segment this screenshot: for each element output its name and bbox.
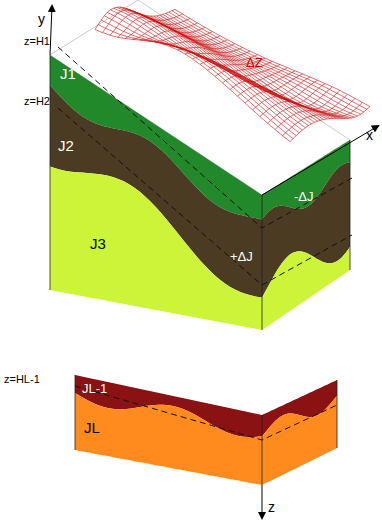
layer-label: JL-1 bbox=[82, 382, 107, 395]
layer-band bbox=[262, 396, 337, 485]
layer-band bbox=[262, 247, 350, 330]
change-label: +ΔJ bbox=[230, 250, 253, 263]
depth-label: z=HL-1 bbox=[4, 374, 40, 385]
depth-label: z=H2 bbox=[24, 96, 50, 107]
axis-label: x bbox=[366, 128, 373, 142]
change-label: -ΔJ bbox=[294, 190, 314, 203]
layer-label: J1 bbox=[60, 66, 76, 81]
layer-band bbox=[75, 393, 262, 485]
axis-label: y bbox=[38, 12, 45, 26]
surface-mesh bbox=[95, 7, 370, 142]
layer-label: J2 bbox=[58, 138, 74, 153]
surface-label: ΔZ bbox=[246, 56, 263, 69]
layer-label: J3 bbox=[90, 236, 106, 251]
layer-band bbox=[50, 166, 262, 330]
axes bbox=[50, 6, 378, 518]
layer-label: JL bbox=[84, 420, 100, 435]
depth-label: z=H1 bbox=[24, 36, 50, 47]
axis-label: z bbox=[268, 500, 275, 514]
